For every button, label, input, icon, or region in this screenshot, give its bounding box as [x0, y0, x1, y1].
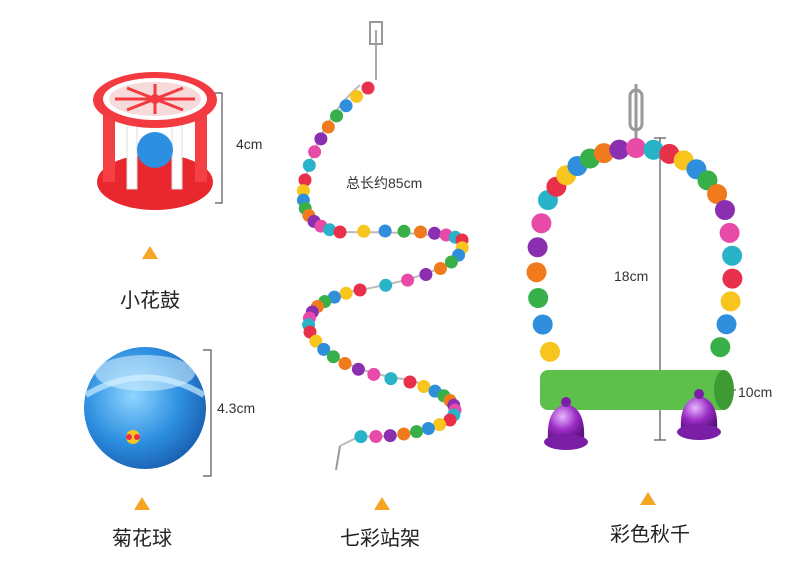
bead [384, 372, 398, 386]
bead [707, 184, 728, 204]
triangle-icon [134, 497, 150, 510]
bead [302, 158, 316, 172]
accent-triangles [134, 246, 656, 510]
bead [309, 334, 323, 348]
bead [317, 342, 331, 356]
bead [434, 262, 447, 275]
bead [643, 139, 664, 160]
bead [323, 223, 337, 237]
bead [326, 350, 340, 364]
bead [419, 268, 433, 281]
bead [339, 99, 353, 113]
rope-length-label: 总长约85cm [346, 175, 423, 191]
bead [433, 418, 447, 432]
drum-toy-image [93, 72, 217, 210]
bead [710, 337, 731, 358]
bead [379, 278, 393, 292]
bead [444, 255, 458, 269]
bead [298, 173, 312, 187]
swing-height-label: 18cm [614, 268, 649, 284]
bead [296, 184, 310, 198]
bead [397, 427, 411, 441]
bead [417, 380, 431, 393]
bead [526, 262, 547, 283]
bead [593, 143, 614, 164]
bead [369, 430, 383, 443]
ball-size-label: 4.3cm [217, 400, 256, 416]
bead [350, 89, 363, 103]
bead [414, 225, 427, 239]
bead [397, 224, 411, 238]
bead [333, 225, 347, 239]
bead [720, 291, 741, 312]
bead [354, 430, 368, 444]
bead [314, 132, 328, 146]
ball-name-label: 菊花球 [112, 528, 172, 550]
bead [378, 224, 392, 238]
triangle-icon [374, 497, 390, 510]
bead [339, 286, 353, 300]
bead [421, 422, 435, 435]
bead-rope-image [296, 21, 469, 471]
bead [443, 413, 457, 427]
bead [532, 314, 553, 335]
bead [716, 314, 737, 335]
bead [353, 283, 367, 297]
bead [722, 245, 743, 266]
bead [308, 145, 322, 159]
bead [527, 237, 548, 258]
bead [321, 120, 335, 134]
swing-image [526, 84, 743, 450]
bead [428, 226, 441, 240]
bead [330, 109, 344, 123]
bead [383, 429, 397, 443]
bead [361, 81, 375, 95]
triangle-icon [640, 492, 656, 505]
bead [401, 273, 415, 287]
rope-name-label: 七彩站架 [340, 528, 420, 550]
drum-size-label: 4cm [236, 136, 263, 152]
swing-width-label: 10cm [738, 384, 773, 400]
triangle-icon [142, 246, 158, 259]
ball-toy-image [84, 347, 206, 469]
bead [410, 425, 423, 439]
bead [722, 268, 743, 289]
bead [719, 222, 740, 243]
drum-name-label: 小花鼓 [120, 290, 180, 312]
bead [338, 357, 352, 370]
swing-name-label: 彩色秋千 [610, 524, 690, 546]
bead [540, 341, 560, 362]
bead [609, 139, 630, 160]
bead [367, 367, 381, 381]
bead [357, 224, 371, 238]
bead [351, 362, 365, 376]
bead [715, 200, 735, 220]
bead [403, 375, 417, 389]
bead [531, 213, 552, 234]
bead [528, 288, 549, 308]
bead [626, 138, 646, 158]
